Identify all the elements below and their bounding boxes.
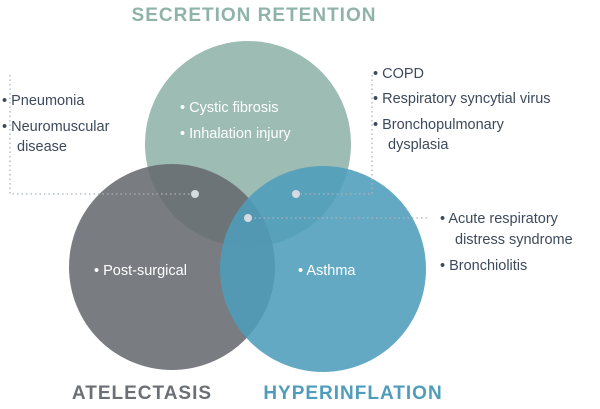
connector-dot-top-right [292,190,300,198]
outside-items-right: • Acute respiratory distress syndrome • … [440,211,573,274]
item-asthma: • Asthma [298,263,356,279]
item-bronchopulmonary-dysplasia-line2: dysplasia [388,137,449,153]
item-ards-line2: distress syndrome [455,232,573,248]
label-secretion-retention: SECRETION RETENTION [132,5,377,26]
item-inhalation-injury: • Inhalation injury [180,126,291,142]
inside-items: • Cystic fibrosis • Inhalation injury • … [94,100,356,279]
connector-dots [191,190,300,222]
item-bronchiolitis: • Bronchiolitis [440,258,527,274]
outside-items-left: • Pneumonia • Neuromuscular disease [2,93,110,155]
label-hyperinflation: HYPERINFLATION [263,383,442,404]
item-ards: • Acute respiratory [440,211,559,227]
item-bronchopulmonary-dysplasia: • Bronchopulmonary [373,117,505,133]
item-copd: • COPD [373,66,424,82]
item-post-surgical: • Post-surgical [94,263,187,279]
circle-atelectasis [69,164,275,370]
outside-items-top-right: • COPD • Respiratory syncytial virus • B… [373,66,551,153]
connector-lines [9,75,429,219]
item-rsv: • Respiratory syncytial virus [373,91,551,107]
item-neuromuscular-disease: • Neuromuscular [2,119,110,135]
circle-hyperinflation [220,166,426,372]
item-cystic-fibrosis: • Cystic fibrosis [180,100,279,116]
item-neuromuscular-disease-line2: disease [17,139,67,155]
connector-dot-left [191,190,199,198]
label-atelectasis: ATELECTASIS [72,383,212,404]
item-pneumonia: • Pneumonia [2,93,85,109]
connector-dot-center [244,214,252,222]
